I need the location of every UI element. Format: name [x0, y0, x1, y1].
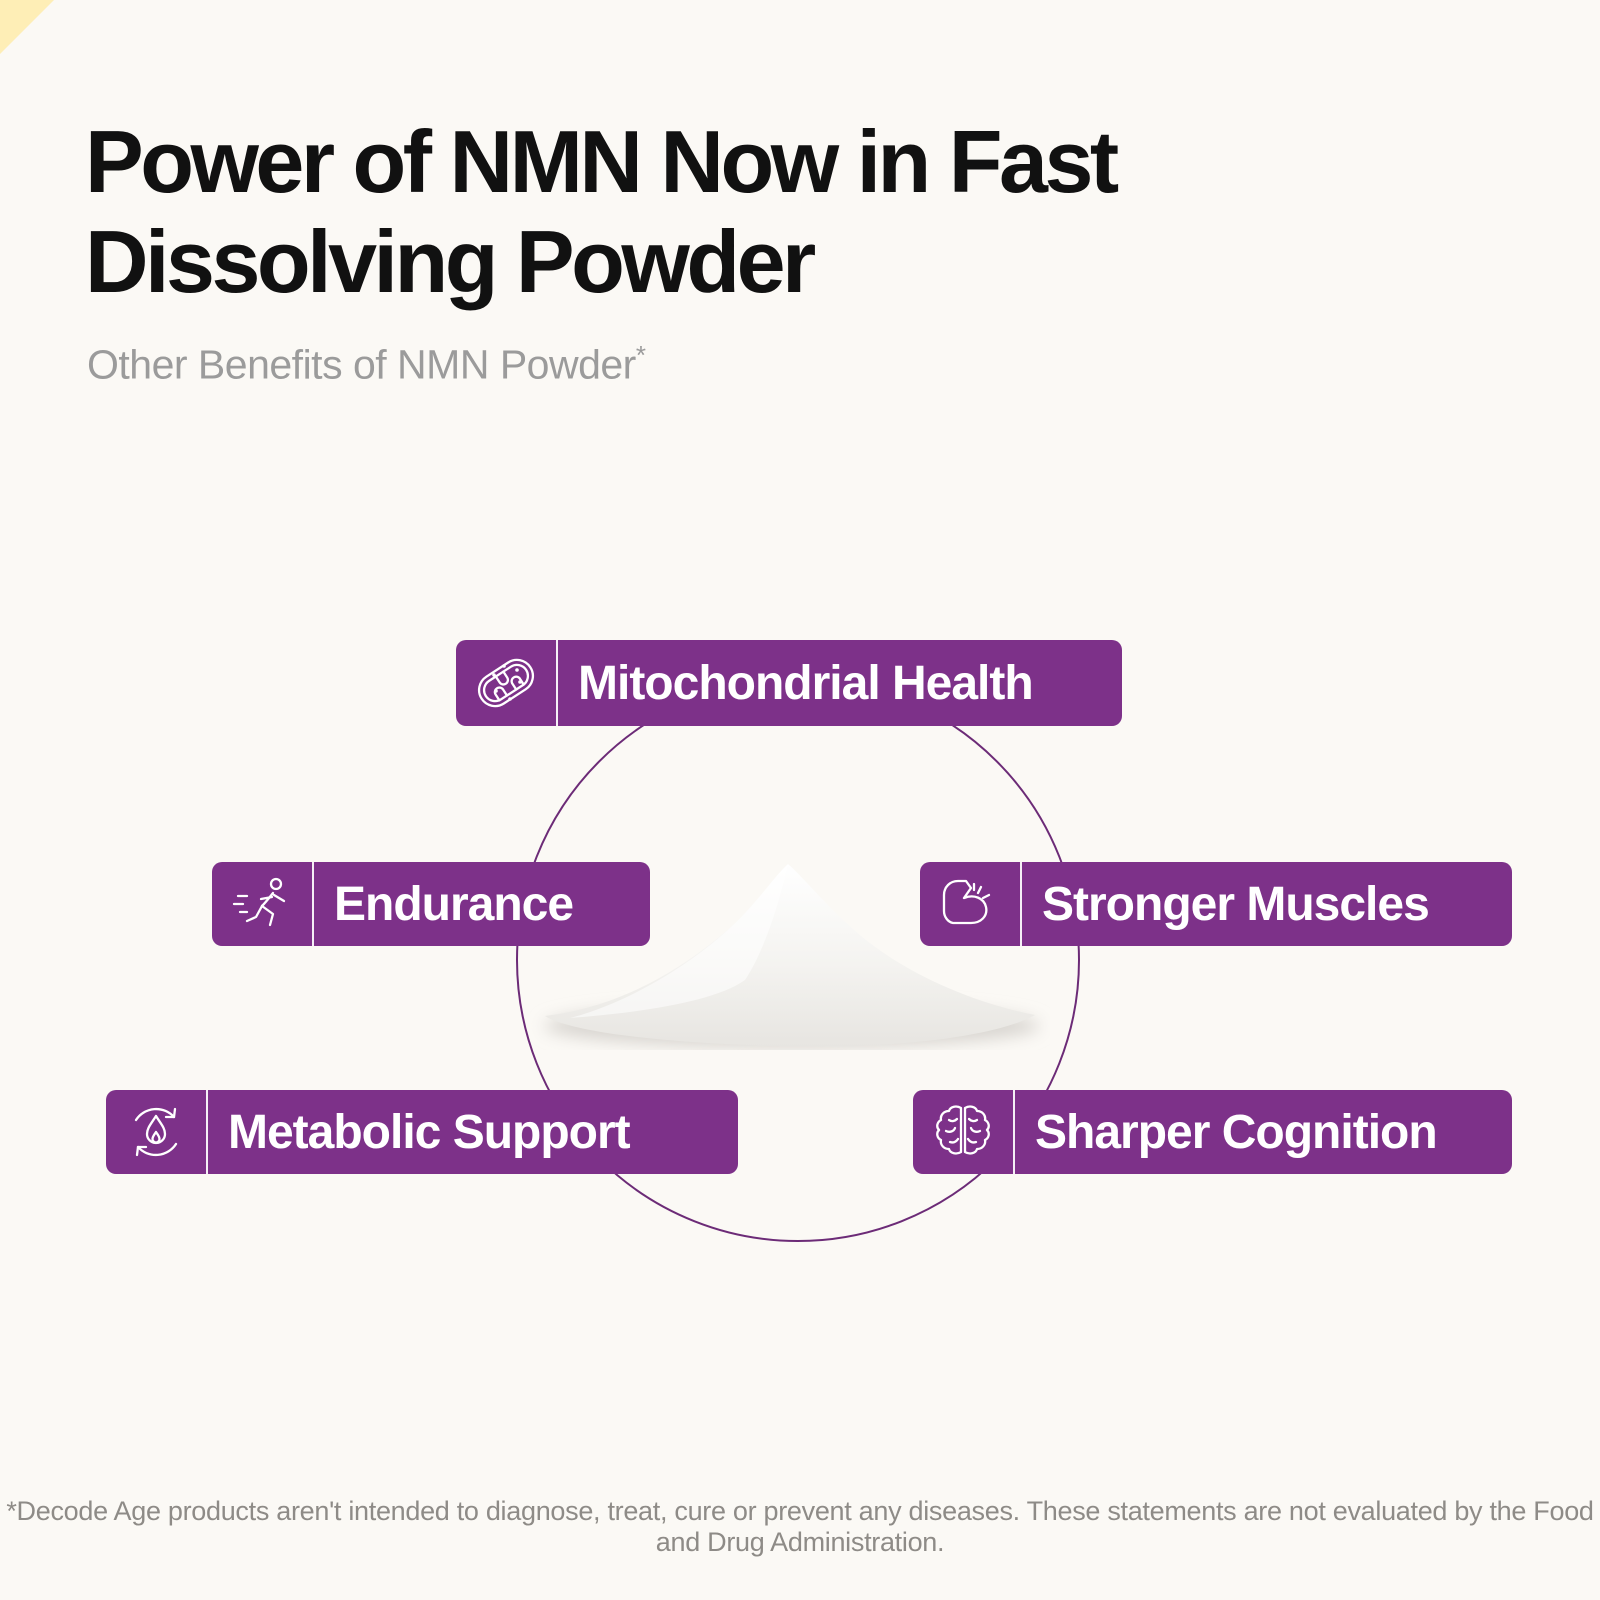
benefit-banner-metabolic-support: Metabolic Support: [106, 1090, 738, 1174]
footnote-marker: *: [635, 340, 646, 370]
benefit-banner-mitochondrial-health: Mitochondrial Health: [456, 640, 1122, 726]
subtitle-text: Other Benefits of NMN Powder: [87, 341, 636, 388]
page-title-line2: Dissolving Powder: [85, 212, 816, 312]
benefit-label: Metabolic Support: [228, 1105, 631, 1159]
benefit-banner-sharper-cognition: Sharper Cognition: [913, 1090, 1512, 1174]
benefit-banner-endurance: Endurance: [212, 862, 650, 946]
banner-divider: [312, 862, 314, 946]
banner-divider: [1020, 862, 1022, 946]
page-title: Power of NMN Now in Fast Dissolving Powd…: [85, 112, 1119, 313]
corner-accent-shape: [0, 0, 54, 54]
disclaimer-text: *Decode Age products aren't intended to …: [6, 1496, 1594, 1557]
page-title-line1: Power of NMN Now in Fast: [85, 112, 1119, 211]
bicep-icon: [920, 862, 1020, 946]
benefit-label: Mitochondrial Health: [578, 656, 1034, 710]
banner-divider: [556, 640, 558, 726]
brain-icon: [913, 1090, 1013, 1174]
metabolic-cycle-icon: [106, 1090, 206, 1174]
banner-divider: [206, 1090, 208, 1174]
powder-pile-image: [544, 864, 1040, 1048]
benefit-label: Endurance: [334, 877, 574, 931]
runner-icon: [212, 862, 312, 946]
benefit-label: Stronger Muscles: [1042, 877, 1430, 931]
banner-divider: [1013, 1090, 1015, 1174]
benefit-banner-stronger-muscles: Stronger Muscles: [920, 862, 1512, 946]
mitochondria-icon: [456, 640, 556, 726]
page-subtitle: Other Benefits of NMN Powder*: [87, 340, 646, 389]
benefit-label: Sharper Cognition: [1035, 1105, 1438, 1159]
